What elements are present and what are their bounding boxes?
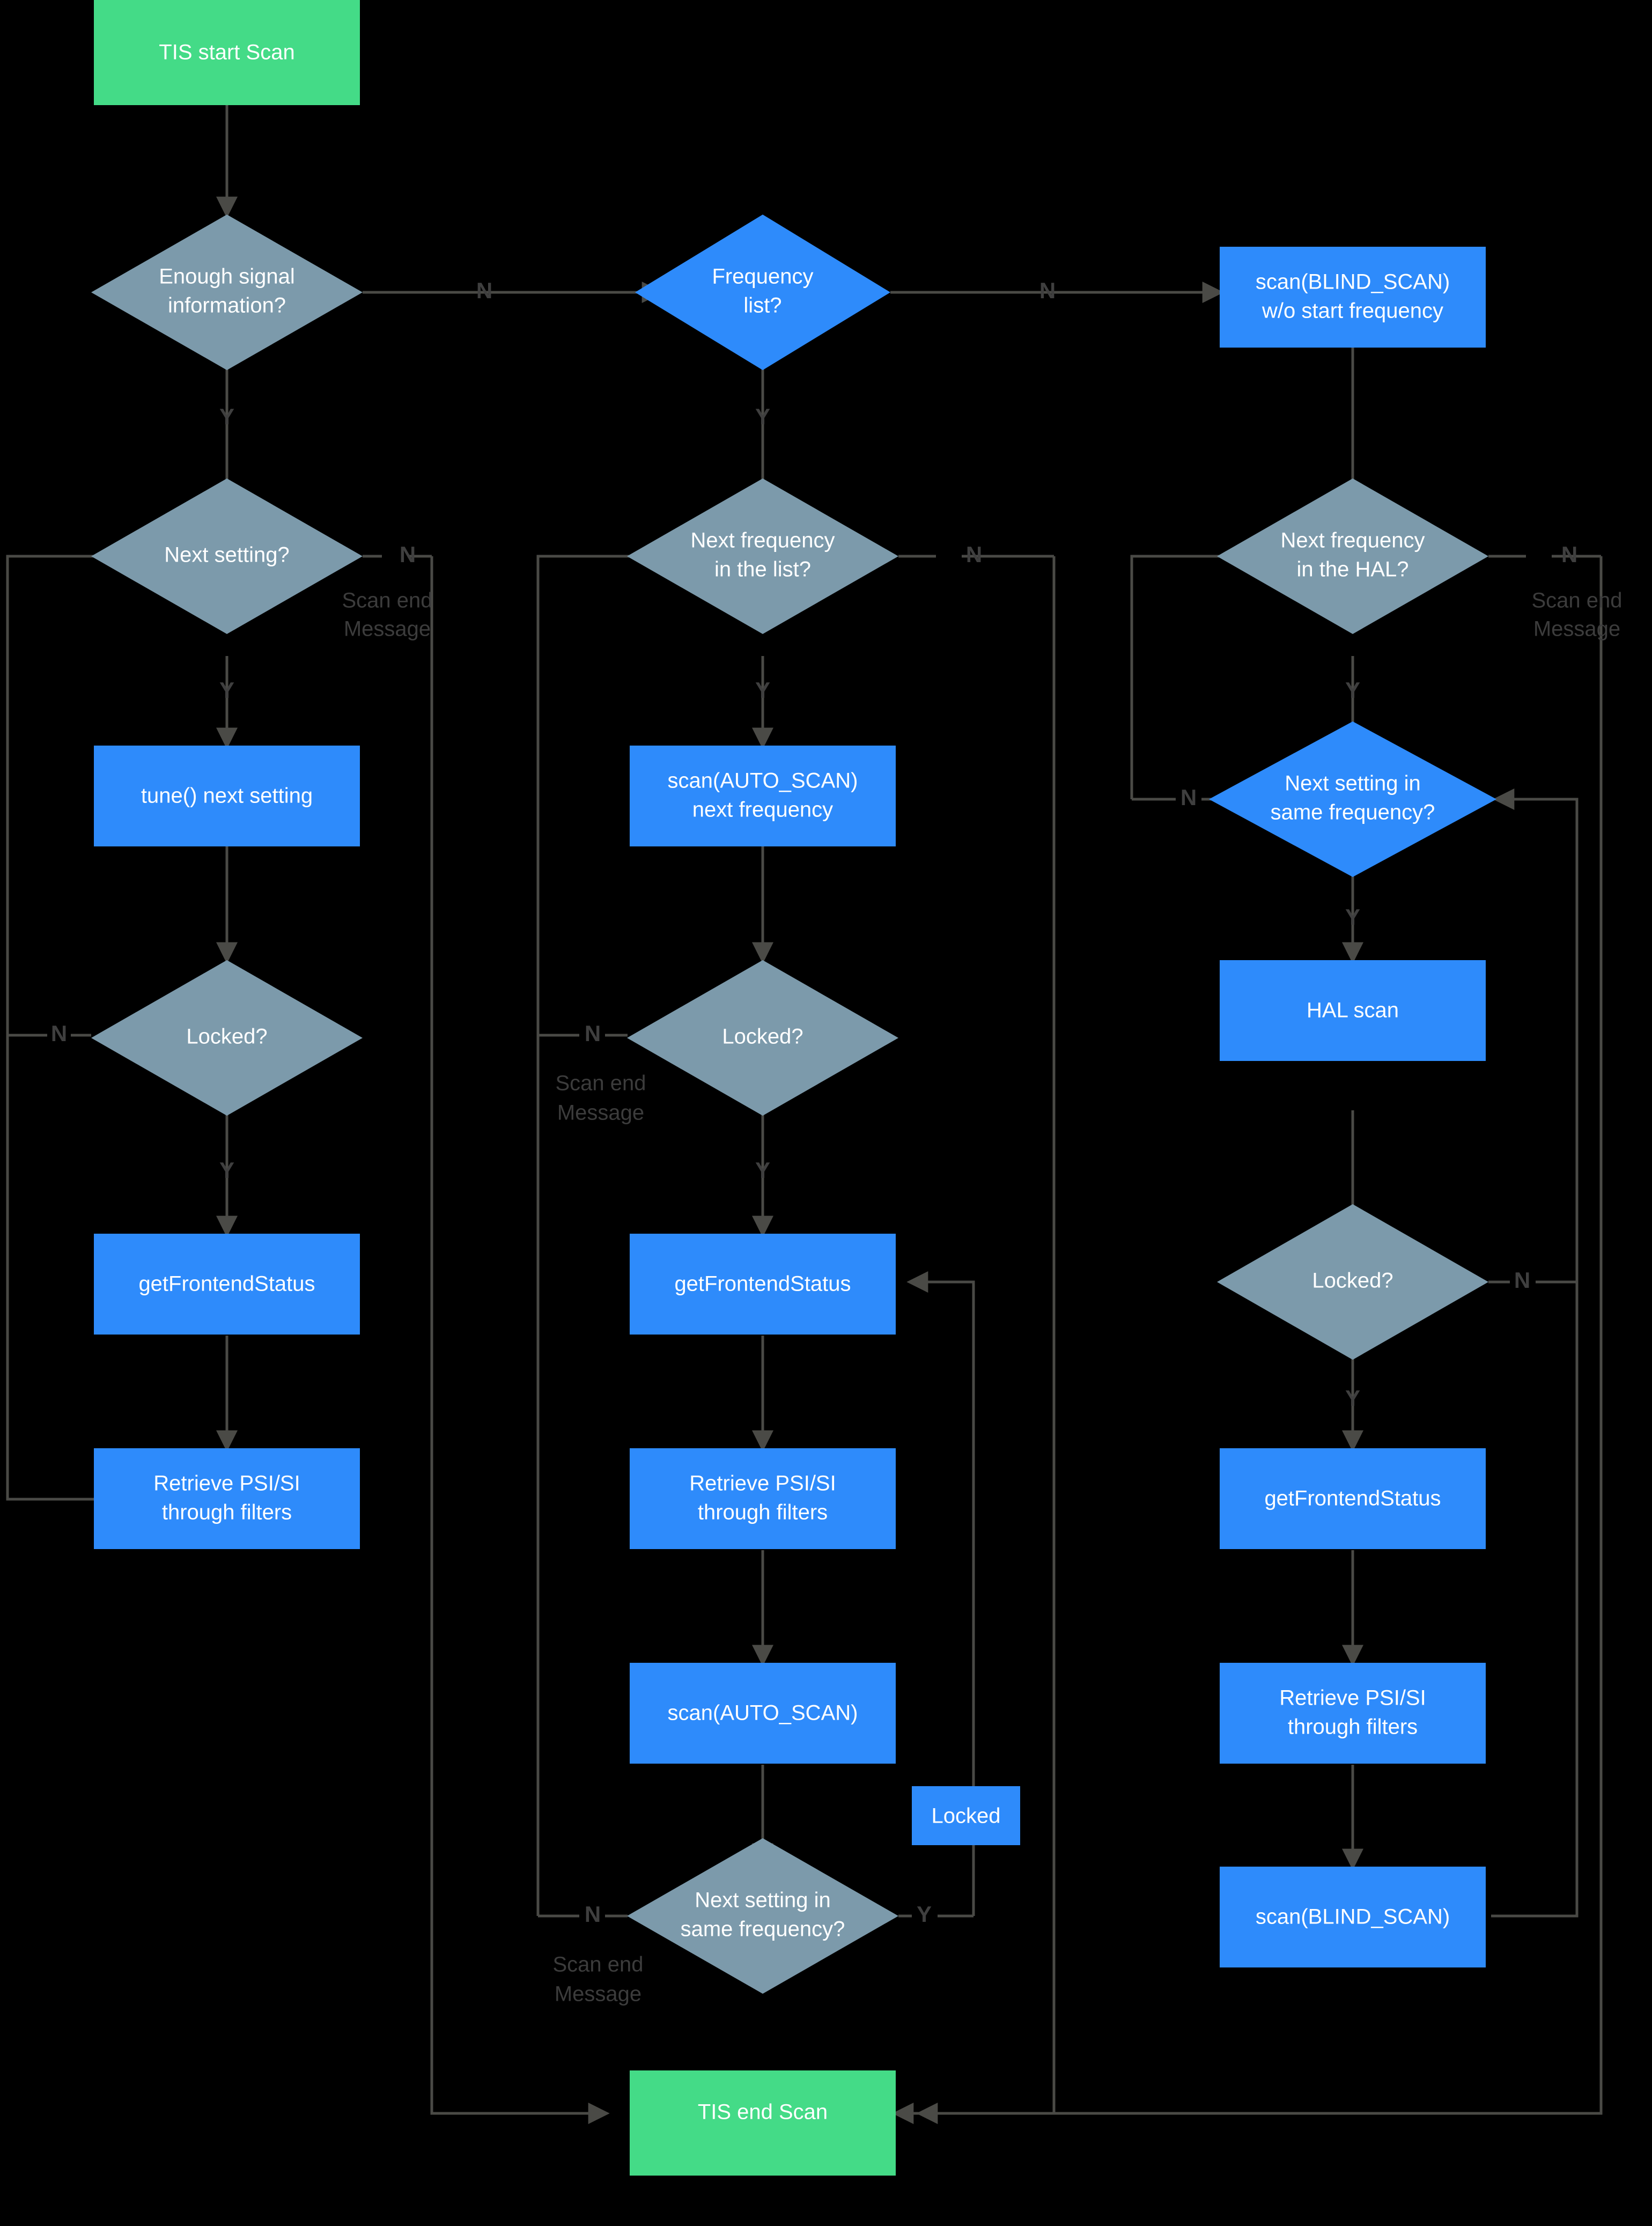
- edge-label-next-set-same-m-yes: Y: [917, 1901, 932, 1927]
- node-tune-next-setting-label: tune() next setting: [141, 784, 313, 808]
- node-tis-start-label: TIS start Scan: [159, 41, 294, 64]
- node-enough-signal-line1: Enough signal: [159, 265, 295, 289]
- edge-label-locked-left-yes: Y: [219, 1158, 234, 1183]
- node-locked-middle[interactable]: Locked?: [627, 960, 898, 1116]
- node-retrieve-psi-right-line1: Retrieve PSI/SI: [1279, 1686, 1426, 1710]
- edge-note-next-freq-hal-no-line2: Message: [1533, 617, 1620, 641]
- node-retrieve-psi-middle-line1: Retrieve PSI/SI: [689, 1472, 836, 1495]
- node-next-frequency-list[interactable]: Next frequency in the list?: [627, 478, 898, 634]
- node-next-frequency-hal[interactable]: Next frequency in the HAL?: [1217, 478, 1488, 634]
- edge-locked-no-r-down: [1491, 1282, 1579, 1918]
- edge-nextsetting-no-to-end: [430, 556, 610, 2124]
- edge-label-next-freq-hal-yes: Y: [1345, 677, 1360, 703]
- edge-note-locked-middle-no-line1: Scan end: [555, 1072, 646, 1095]
- edge-note-next-setting-no-line1: Scan end: [342, 589, 432, 613]
- node-frequency-list-line1: Frequency: [712, 265, 814, 289]
- connector-layer: [6, 105, 1603, 2124]
- edge-label-enough-signal-no: N: [476, 278, 492, 303]
- node-scan-auto-scan[interactable]: scan(AUTO_SCAN): [630, 1663, 896, 1764]
- node-getfrontendstatus-middle-label: getFrontendStatus: [674, 1272, 851, 1296]
- edge-label-locked-middle-no: N: [585, 1021, 601, 1046]
- edge-label-next-freq-list-no: N: [966, 542, 982, 567]
- node-next-setting[interactable]: Next setting?: [91, 478, 363, 634]
- node-next-frequency-list-line2: in the list?: [714, 558, 811, 581]
- edge-label-next-setting-yes: Y: [219, 677, 234, 703]
- node-locked-right[interactable]: Locked?: [1217, 1204, 1488, 1360]
- edge-locked-no-l-down: [6, 1035, 94, 1501]
- edge-label-freq-list-yes: Y: [755, 404, 770, 429]
- node-hal-scan[interactable]: HAL scan: [1220, 960, 1486, 1061]
- node-enough-signal-line2: information?: [168, 294, 286, 318]
- edge-label-next-freq-list-yes: Y: [755, 677, 770, 703]
- node-next-frequency-hal-line1: Next frequency: [1280, 529, 1425, 552]
- node-scan-auto-next-frequency-line2: next frequency: [692, 798, 833, 822]
- node-tis-end-label: TIS end Scan: [698, 2100, 828, 2124]
- node-scan-blind-no-start-freq-line2: w/o start frequency: [1262, 299, 1443, 323]
- edge-locked-tag-to-gfs: [906, 1271, 975, 1916]
- edge-note-locked-middle-no-line2: Message: [557, 1101, 644, 1125]
- edge-blindscan-loop-r: [1493, 788, 1579, 1916]
- node-scan-blind-scan-label: scan(BLIND_SCAN): [1256, 1905, 1450, 1929]
- edge-note-next-freq-hal-no-line1: Scan end: [1531, 589, 1622, 613]
- node-tune-next-setting[interactable]: tune() next setting: [94, 746, 360, 846]
- edge-label-enough-signal-yes: Y: [219, 404, 234, 429]
- node-enough-signal[interactable]: Enough signal information?: [91, 215, 363, 370]
- node-next-setting-same-freq-right[interactable]: Next setting in same frequency?: [1209, 721, 1496, 877]
- edge-note-next-set-same-m-no-line1: Scan end: [552, 1953, 643, 1977]
- node-getfrontendstatus-left-label: getFrontendStatus: [138, 1272, 315, 1296]
- edge-note-next-setting-no-line2: Message: [344, 617, 431, 641]
- node-hal-scan-label: HAL scan: [1307, 999, 1399, 1022]
- edge-label-locked-right-yes: Y: [1345, 1385, 1360, 1411]
- node-retrieve-psi-middle-line2: through filters: [698, 1501, 828, 1524]
- node-scan-blind-no-start-freq[interactable]: scan(BLIND_SCAN) w/o start frequency: [1220, 247, 1486, 348]
- node-locked-left[interactable]: Locked?: [91, 960, 363, 1116]
- node-retrieve-psi-right-line2: through filters: [1288, 1715, 1418, 1739]
- edge-label-locked-left-no: N: [51, 1021, 67, 1046]
- edge-label-next-set-same-m-no: N: [585, 1901, 601, 1927]
- node-next-setting-label: Next setting?: [164, 543, 289, 567]
- node-scan-auto-next-frequency[interactable]: scan(AUTO_SCAN) next frequency: [630, 746, 896, 846]
- node-next-frequency-hal-line2: in the HAL?: [1296, 558, 1408, 581]
- node-retrieve-psi-left-line2: through filters: [162, 1501, 292, 1524]
- node-locked-tag[interactable]: Locked: [912, 1786, 1020, 1845]
- edge-label-next-setting-no: N: [400, 542, 416, 567]
- edge-label-locked-right-no: N: [1514, 1267, 1530, 1293]
- node-locked-right-label: Locked?: [1312, 1269, 1393, 1293]
- node-scan-blind-scan[interactable]: scan(BLIND_SCAN): [1220, 1867, 1486, 1967]
- node-getfrontendstatus-middle[interactable]: getFrontendStatus: [630, 1234, 896, 1335]
- node-locked-tag-label: Locked: [932, 1804, 1001, 1828]
- edge-nextfreqhal-no-to-end: [916, 556, 1603, 2124]
- node-tis-end[interactable]: TIS end Scan: [630, 2070, 896, 2176]
- edge-label-locked-middle-yes: Y: [755, 1158, 770, 1183]
- node-scan-blind-no-start-freq-line1: scan(BLIND_SCAN): [1256, 270, 1450, 294]
- node-getfrontendstatus-right[interactable]: getFrontendStatus: [1220, 1448, 1486, 1549]
- node-frequency-list[interactable]: Frequency list?: [635, 215, 890, 370]
- node-next-frequency-list-line1: Next frequency: [690, 529, 835, 552]
- node-retrieve-psi-right[interactable]: Retrieve PSI/SI through filters: [1220, 1663, 1486, 1764]
- node-locked-middle-label: Locked?: [722, 1025, 803, 1049]
- node-retrieve-psi-left-line1: Retrieve PSI/SI: [153, 1472, 300, 1495]
- node-next-setting-same-freq-middle-line1: Next setting in: [695, 1889, 830, 1912]
- node-next-setting-same-freq-right-line2: same frequency?: [1271, 801, 1435, 824]
- edge-label-next-freq-hal-no: N: [1561, 542, 1577, 567]
- node-next-setting-same-freq-middle[interactable]: Next setting in same frequency?: [627, 1838, 898, 1994]
- node-retrieve-psi-middle[interactable]: Retrieve PSI/SI through filters: [630, 1448, 896, 1549]
- node-scan-auto-scan-label: scan(AUTO_SCAN): [668, 1701, 858, 1725]
- edge-label-layer: N Y N Y N Y Scan end Message N Y N Y Sca…: [51, 278, 1622, 2006]
- node-next-setting-same-freq-middle-line2: same frequency?: [681, 1918, 845, 1941]
- node-getfrontendstatus-left[interactable]: getFrontendStatus: [94, 1234, 360, 1335]
- node-scan-auto-next-frequency-line1: scan(AUTO_SCAN): [668, 769, 858, 793]
- edge-label-next-set-same-r-no: N: [1181, 785, 1197, 810]
- edge-label-next-set-same-r-yes: Y: [1345, 904, 1360, 930]
- node-next-setting-same-freq-right-line1: Next setting in: [1285, 772, 1420, 795]
- edge-label-freq-list-no: N: [1039, 278, 1056, 303]
- node-frequency-list-line2: list?: [743, 294, 781, 318]
- node-tis-start[interactable]: TIS start Scan: [94, 0, 360, 105]
- node-getfrontendstatus-right-label: getFrontendStatus: [1264, 1487, 1441, 1510]
- edge-note-next-set-same-m-no-line2: Message: [555, 1982, 641, 2006]
- node-retrieve-psi-left[interactable]: Retrieve PSI/SI through filters: [94, 1448, 360, 1549]
- node-locked-left-label: Locked?: [186, 1025, 267, 1049]
